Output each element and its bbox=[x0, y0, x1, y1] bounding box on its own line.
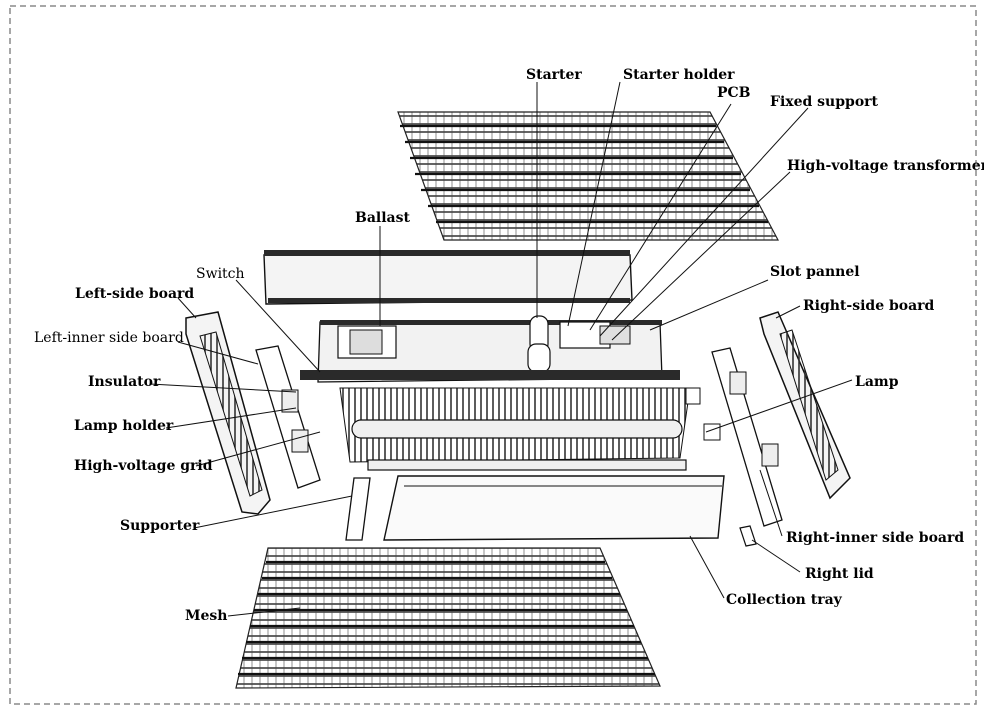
leader-right-inner-side-board bbox=[759, 469, 783, 537]
dashed-border bbox=[9, 5, 977, 705]
left-inner-side-board-part bbox=[255, 345, 321, 489]
label-starter-holder: Starter holder bbox=[623, 67, 735, 83]
label-high-voltage-grid: High-voltage grid bbox=[74, 458, 213, 474]
label-right-side-board: Right-side board bbox=[803, 298, 935, 314]
leader-pcb bbox=[589, 103, 732, 331]
right-inner-side-board-part bbox=[711, 347, 783, 527]
leader-switch bbox=[235, 279, 321, 373]
leader-slot-pannel bbox=[649, 279, 769, 331]
leader-right-lid bbox=[751, 539, 801, 573]
label-insulator: Insulator bbox=[88, 374, 161, 390]
chassis-part bbox=[300, 315, 680, 383]
leader-fixed-support bbox=[599, 107, 809, 337]
leader-lines bbox=[149, 81, 853, 617]
top-cover-part bbox=[263, 250, 633, 305]
leader-insulator bbox=[149, 383, 297, 393]
right-side-board-part bbox=[759, 311, 851, 500]
collection-tray-part bbox=[383, 475, 725, 541]
label-ballast: Ballast bbox=[355, 210, 410, 226]
label-left-inner-side-board: Left-inner side board bbox=[34, 330, 184, 346]
leader-left-inner-side-board bbox=[177, 341, 259, 365]
label-fixed-support: Fixed support bbox=[770, 94, 878, 110]
leader-starter-holder bbox=[567, 81, 621, 327]
label-lamp-holder: Lamp holder bbox=[74, 418, 174, 434]
leader-left-side-board bbox=[177, 297, 197, 319]
label-right-inner-side-board: Right-inner side board bbox=[786, 530, 965, 546]
label-supporter: Supporter bbox=[120, 518, 200, 534]
bottom-mesh-part bbox=[235, 547, 661, 689]
label-pcb: PCB bbox=[717, 85, 751, 101]
label-high-voltage-transformer: High-voltage transformer bbox=[787, 158, 984, 174]
high-voltage-grid-part bbox=[339, 387, 691, 471]
supporter-part bbox=[345, 477, 371, 541]
label-lamp: Lamp bbox=[855, 374, 899, 390]
leader-lamp-holder bbox=[165, 407, 297, 429]
label-mesh: Mesh bbox=[185, 608, 228, 624]
leader-hv-transformer bbox=[611, 171, 791, 341]
label-slot-pannel: Slot pannel bbox=[770, 264, 860, 280]
label-starter: Starter bbox=[526, 67, 582, 83]
label-left-side-board: Left-side board bbox=[75, 286, 195, 302]
leader-lamp bbox=[705, 379, 853, 433]
leader-hv-grid bbox=[195, 431, 321, 467]
leader-mesh bbox=[227, 607, 301, 617]
left-side-board-part bbox=[185, 311, 271, 515]
leader-supporter bbox=[193, 495, 353, 529]
label-switch: Switch bbox=[196, 266, 245, 282]
top-mesh-part bbox=[397, 111, 779, 241]
right-lid-part bbox=[739, 525, 757, 547]
leader-collection-tray bbox=[689, 535, 725, 599]
lamp-part bbox=[685, 387, 721, 441]
label-right-lid: Right lid bbox=[805, 566, 874, 582]
leader-right-side-board bbox=[775, 305, 801, 319]
label-collection-tray: Collection tray bbox=[726, 592, 842, 608]
